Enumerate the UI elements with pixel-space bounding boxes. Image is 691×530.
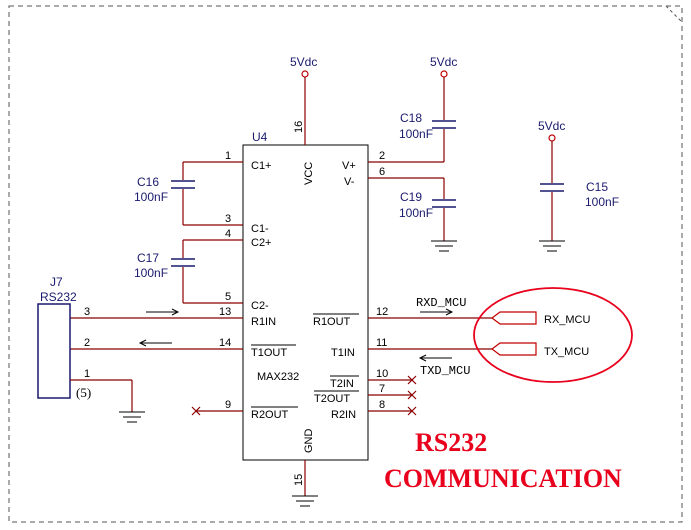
c15-power-label: 5Vdc <box>538 119 565 133</box>
j7-ref: J7 <box>50 275 63 289</box>
title-line-2: COMMUNICATION <box>384 464 622 493</box>
j7-body <box>37 303 71 399</box>
vcc-power-icon <box>440 70 448 78</box>
c18-value: 100nF <box>399 127 433 141</box>
capacitor-c19: C19 100nF <box>399 178 457 252</box>
arrow-right-icon <box>146 308 180 316</box>
j7-name: RS232 <box>40 290 77 304</box>
tx-port-icon <box>491 342 537 356</box>
max232-ic: U4 MAX232 VCC GND C1+ C1- C2+ C2- R1IN T… <box>242 130 369 461</box>
rx-port-icon <box>491 311 537 325</box>
ic-part-name: MAX232 <box>257 371 299 383</box>
pin-label-r2in: R2IN <box>331 409 356 421</box>
capacitor-c18: 5Vdc C18 100nF <box>399 55 457 162</box>
c16-value: 100nF <box>134 190 168 204</box>
pin-number-1: 1 <box>225 150 231 162</box>
pin-number-13: 13 <box>219 306 231 318</box>
no-connect-pin10-icon <box>407 375 417 385</box>
j7-pin5: (5) <box>76 385 91 400</box>
pin-number-4: 4 <box>225 228 231 240</box>
connector-j7: J7 RS232 3 2 1 (5) <box>37 275 145 423</box>
arrow-right-icon <box>420 308 454 316</box>
arrow-left-icon <box>418 354 452 362</box>
pin-label-vminus: V- <box>344 176 355 188</box>
ground-icon <box>292 495 318 507</box>
pin-number-15: 15 <box>293 474 305 486</box>
pin-label-t1out: T1OUT <box>251 347 287 359</box>
capacitor-c17: C17 100nF <box>134 240 195 303</box>
mcu-nets: RXD_MCU TXD_MCU RX_MCU TX_MCU <box>416 287 633 383</box>
pin-number-11: 11 <box>376 337 387 349</box>
pin-number-5: 5 <box>225 291 231 303</box>
pin-number-14: 14 <box>219 337 231 349</box>
c18-ref: C18 <box>400 111 422 125</box>
pin-label-vplus: V+ <box>342 160 356 172</box>
pin-number-9: 9 <box>225 399 231 411</box>
rx-port-label: RX_MCU <box>544 314 591 326</box>
ground-icon <box>431 240 457 252</box>
j7-pin3: 3 <box>84 306 90 318</box>
j7-pin2: 2 <box>84 337 90 349</box>
c19-value: 100nF <box>399 206 433 220</box>
ic-gnd-label: GND <box>303 429 315 454</box>
pin-label-c2plus: C2+ <box>251 237 272 249</box>
highlight-ellipse <box>473 287 633 383</box>
ic-ref: U4 <box>252 130 268 144</box>
pin-number-7: 7 <box>379 383 385 395</box>
ground-icon <box>119 411 145 423</box>
pin-label-t1in: T1IN <box>331 347 355 359</box>
pin-number-16: 16 <box>293 121 305 133</box>
left-pins: 1 3 4 5 13 14 9 <box>70 150 243 416</box>
pin-number-3: 3 <box>225 213 231 225</box>
pin-number-6: 6 <box>379 166 385 178</box>
j7-pin1: 1 <box>84 368 90 380</box>
arrow-left-icon <box>138 339 172 347</box>
pin-label-t2out: T2OUT <box>314 393 350 405</box>
ic-vcc-label: VCC <box>303 162 315 185</box>
no-connect-pin8-icon <box>407 406 417 416</box>
capacitor-c15: 5Vdc C15 100nF <box>538 119 619 252</box>
title-block: RS232 COMMUNICATION <box>384 428 622 493</box>
pin-number-8: 8 <box>379 399 385 411</box>
ic-power: 5Vdc 16 15 <box>290 55 318 507</box>
pin-label-r2out: R2OUT <box>251 409 289 421</box>
sheet-border <box>8 5 683 523</box>
pin-number-10: 10 <box>376 368 388 380</box>
pin-number-12: 12 <box>376 306 388 318</box>
c17-value: 100nF <box>134 266 168 280</box>
c15-value: 100nF <box>585 195 619 209</box>
title-line-1: RS232 <box>415 428 487 457</box>
ground-icon <box>539 240 565 252</box>
right-pins: 2 6 12 11 10 7 8 <box>368 150 492 416</box>
pin-label-c1minus: C1- <box>251 223 269 235</box>
capacitor-c16: C16 100nF <box>134 162 195 225</box>
pin-label-c1plus: C1+ <box>251 160 272 172</box>
c17-ref: C17 <box>137 251 159 265</box>
tx-port-label: TX_MCU <box>544 346 589 358</box>
net-label-txd: TXD_MCU <box>420 364 470 378</box>
c19-ref: C19 <box>400 190 422 204</box>
c15-ref: C15 <box>586 180 608 194</box>
c18-power-label: 5Vdc <box>430 55 457 69</box>
no-connect-pin7-icon <box>407 390 417 400</box>
pin-label-c2minus: C2- <box>251 300 269 312</box>
vcc-power-icon <box>301 70 309 78</box>
pin-label-r1out: R1OUT <box>313 316 351 328</box>
no-connect-pin9-icon <box>191 406 201 416</box>
pin-label-t2in: T2IN <box>330 378 354 390</box>
pin-label-r1in: R1IN <box>251 316 276 328</box>
vcc-power-label: 5Vdc <box>290 55 317 69</box>
net-label-rxd: RXD_MCU <box>416 296 466 310</box>
pin-number-2: 2 <box>379 150 385 162</box>
c16-ref: C16 <box>137 175 159 189</box>
vcc-power-icon <box>548 134 556 142</box>
